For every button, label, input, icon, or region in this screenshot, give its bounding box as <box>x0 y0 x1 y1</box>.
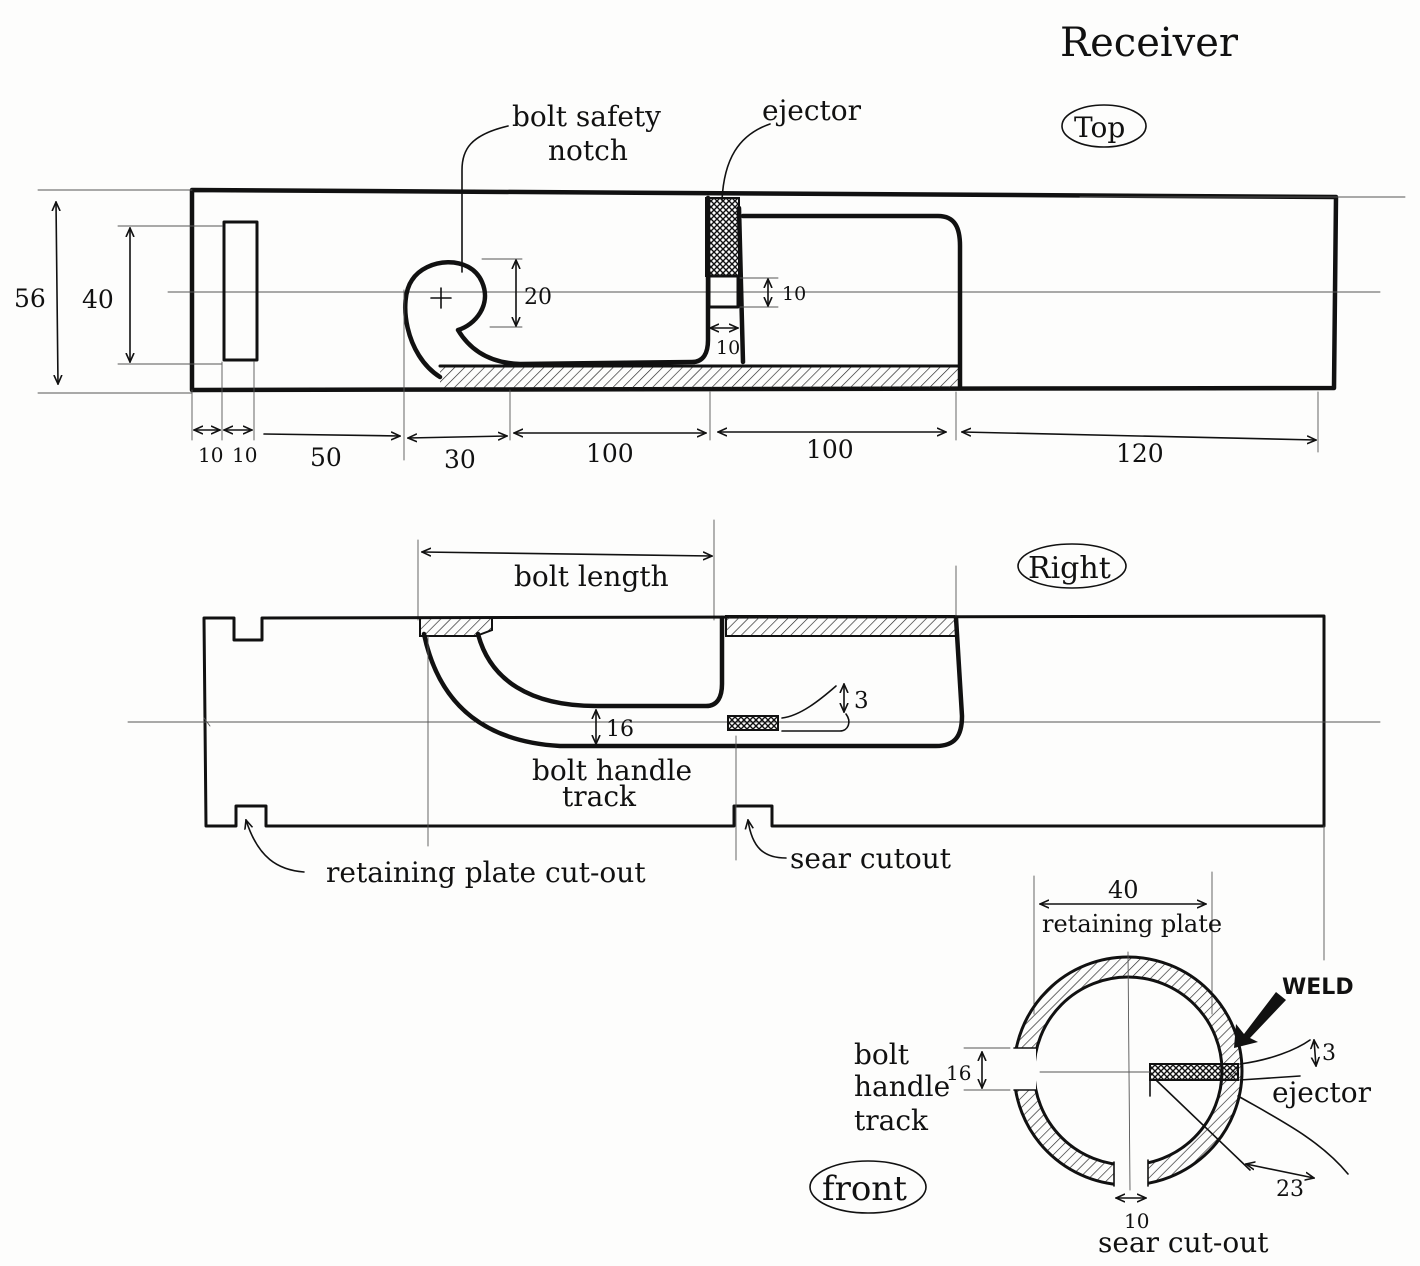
sear-cutout-leader <box>748 820 787 859</box>
front-view-tag: front <box>822 1169 907 1209</box>
ejection-port <box>736 205 963 391</box>
label-front-bolt: bolt <box>854 1038 910 1071</box>
dim-right-track-gap: 16 <box>606 717 634 742</box>
label-track: track <box>562 780 637 813</box>
dim-ejector-w: 10 <box>716 337 740 359</box>
label-front-ejector: ejector <box>1272 1076 1372 1109</box>
right-view-tag: Right <box>1028 551 1111 586</box>
top-view-body <box>189 187 1339 393</box>
dim-seg-g: 120 <box>1116 439 1164 468</box>
weld-arrow <box>1234 992 1286 1048</box>
dim-front-ejector-len: 23 <box>1276 1177 1304 1202</box>
dim-inner-height: 40 <box>82 285 114 314</box>
dim-notch-dia: 20 <box>524 285 552 310</box>
label-retaining-cutout: retaining plate cut-out <box>326 856 646 889</box>
dim-seg-c: 50 <box>310 443 342 472</box>
right-ejector-slot <box>727 715 779 731</box>
label-front-track: track <box>854 1104 929 1137</box>
right-view-body <box>202 614 1326 828</box>
bolt-safety-notch <box>403 195 711 380</box>
dim-front-ejector: 3 <box>1322 1041 1336 1066</box>
label-sear-cutout: sear cutout <box>790 842 952 875</box>
dim-seg-b: 10 <box>232 443 257 467</box>
label-bolt-handle: bolt handle <box>532 754 692 787</box>
front-view: 40 retaining plate WELD 3 ejector 23 <box>854 871 1372 1259</box>
bolt-handle-track <box>421 615 965 749</box>
retaining-plate-slot <box>222 220 259 362</box>
right-top-wall-right <box>725 615 957 637</box>
dim-right-ejector: 3 <box>854 688 869 714</box>
label-bolt-safety: bolt safety <box>512 100 661 133</box>
dim-front-track: 16 <box>946 1061 971 1085</box>
top-view-tag-ring <box>1061 104 1147 148</box>
front-ejector-bar <box>1149 1063 1239 1081</box>
dim-seg-d: 30 <box>444 445 476 474</box>
right-view-tag-ring <box>1017 543 1127 589</box>
label-front-sear: sear cut-out <box>1098 1226 1269 1259</box>
bolt-handle-track-inner <box>475 615 725 709</box>
label-front-retaining: retaining plate <box>1042 910 1222 938</box>
dim-overall-height: 56 <box>14 284 46 313</box>
sheet-title: Receiver <box>1060 20 1239 66</box>
ejector-slot <box>707 274 740 309</box>
dim-seg-a: 10 <box>198 443 223 467</box>
label-bolt-length: bolt length <box>514 560 669 593</box>
right-view: bolt length 3 16 bolt handle track retai… <box>127 519 1381 961</box>
right-top-wall-left <box>419 617 493 637</box>
retaining-cutout-leader <box>246 820 305 873</box>
top-view-tag: Top <box>1074 111 1125 144</box>
label-notch: notch <box>548 134 628 167</box>
top-wall-hatch <box>440 366 960 388</box>
dim-plate-width: 40 <box>1108 876 1139 904</box>
safety-notch-leader <box>461 125 509 273</box>
ejector-block <box>705 197 740 277</box>
label-weld: WELD <box>1282 975 1354 1000</box>
dim-ejector-h: 10 <box>782 283 806 305</box>
label-ejector-top: ejector <box>762 94 862 127</box>
front-view-tag-ring <box>809 1160 927 1214</box>
top-view: 56 40 20 10 10 10 10 50 30 100 100 120 b… <box>14 94 1406 474</box>
label-front-handle: handle <box>854 1070 950 1103</box>
ejector-leader <box>721 123 771 201</box>
dim-front-sear: 10 <box>1124 1209 1149 1233</box>
dim-seg-e: 100 <box>586 439 634 468</box>
dim-seg-f: 100 <box>806 435 854 464</box>
